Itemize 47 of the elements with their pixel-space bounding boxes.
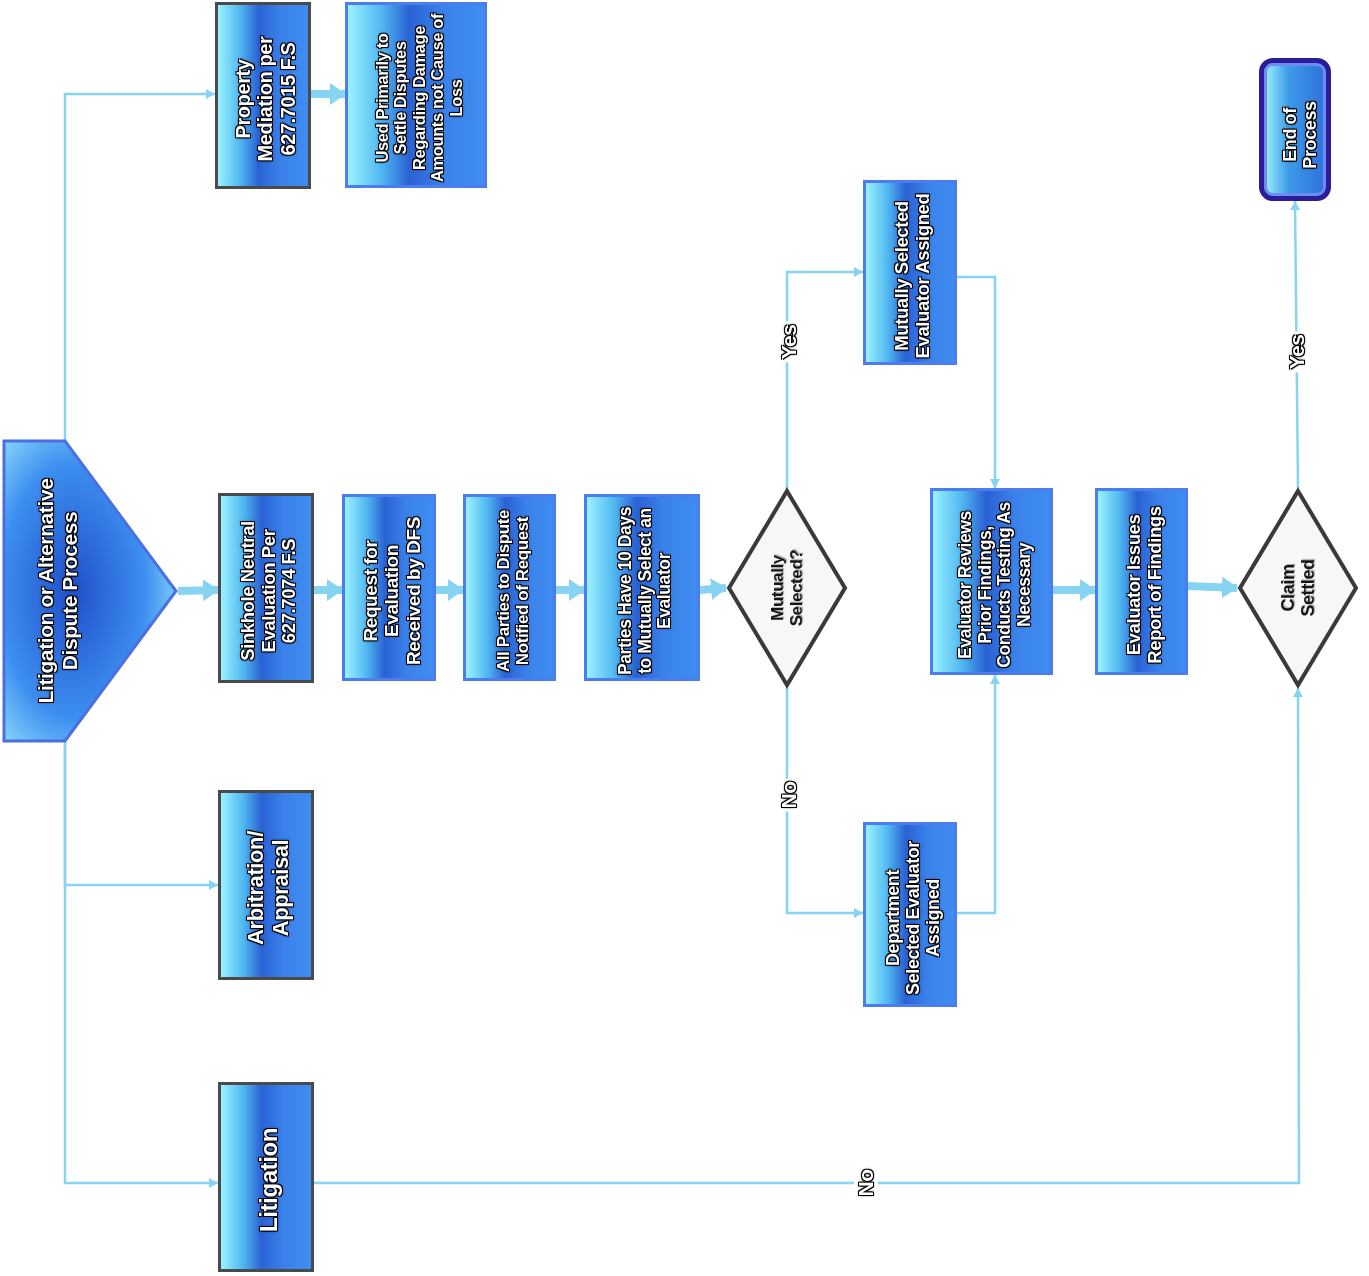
node-text: Mutually Selected? bbox=[767, 548, 807, 629]
arrow bbox=[63, 742, 218, 1188]
process-box bbox=[863, 822, 957, 1007]
arrow bbox=[1053, 579, 1096, 601]
node-text: Mutually Selected Evaluator Assigned bbox=[892, 192, 934, 360]
terminator-box bbox=[1259, 58, 1331, 201]
arrow bbox=[436, 579, 464, 601]
arrow bbox=[699, 578, 727, 601]
arrow bbox=[957, 675, 1000, 915]
node-text: Evaluator Issues Report of Findings bbox=[1123, 504, 1166, 666]
node-text: Used Primarily to Settle Disputes Regarding Damage Amounts not Cause of Loss bbox=[372, 12, 466, 184]
process-box bbox=[218, 790, 314, 980]
arrow bbox=[314, 579, 343, 601]
start-pentagon bbox=[3, 440, 178, 742]
node-text: Evaluator Reviews Prior Findings, Conducts Testing As Necessary bbox=[955, 500, 1034, 670]
arrow bbox=[63, 89, 215, 440]
process-box bbox=[345, 2, 487, 188]
arrow bbox=[314, 688, 1303, 1185]
process-box bbox=[1095, 488, 1188, 675]
node-text: Parties Have 10 Days to Mutually Select an Evaluator bbox=[615, 505, 675, 677]
arrow bbox=[311, 83, 346, 105]
process-box bbox=[342, 494, 436, 681]
process-box bbox=[218, 1082, 314, 1272]
decision-diamond bbox=[726, 488, 848, 688]
process-box bbox=[218, 493, 314, 683]
arrow bbox=[957, 275, 1000, 488]
arrow bbox=[785, 688, 863, 918]
decision-diamond bbox=[1237, 488, 1359, 688]
process-box bbox=[863, 180, 957, 365]
process-box bbox=[584, 494, 700, 681]
node-text: Sinkhole Neutral Evaluation Per 627.7074 F.S bbox=[237, 520, 301, 663]
process-box bbox=[215, 2, 311, 189]
process-box bbox=[463, 494, 556, 681]
node-text: End of Process bbox=[1279, 99, 1321, 171]
node-text: Claim Settled bbox=[1277, 558, 1319, 619]
node-text: All Parties to Dispute Notified of Request bbox=[493, 508, 532, 674]
arrow bbox=[1187, 576, 1238, 599]
process-box bbox=[930, 488, 1053, 675]
arrow bbox=[177, 579, 219, 602]
arrow bbox=[556, 579, 585, 601]
node-text: Litigation or Alternative Dispute Process bbox=[34, 477, 82, 706]
node-text: Arbitration/ Appraisal bbox=[244, 829, 294, 947]
node-text: Litigation bbox=[255, 1127, 283, 1234]
arrow bbox=[1290, 201, 1301, 488]
node-text: Department Selected Evaluator Assigned bbox=[882, 839, 944, 997]
node-text: Property Mediation per 627.7015 F.S bbox=[232, 35, 300, 163]
node-text: Request for Evaluation Received by DFS bbox=[360, 515, 424, 667]
